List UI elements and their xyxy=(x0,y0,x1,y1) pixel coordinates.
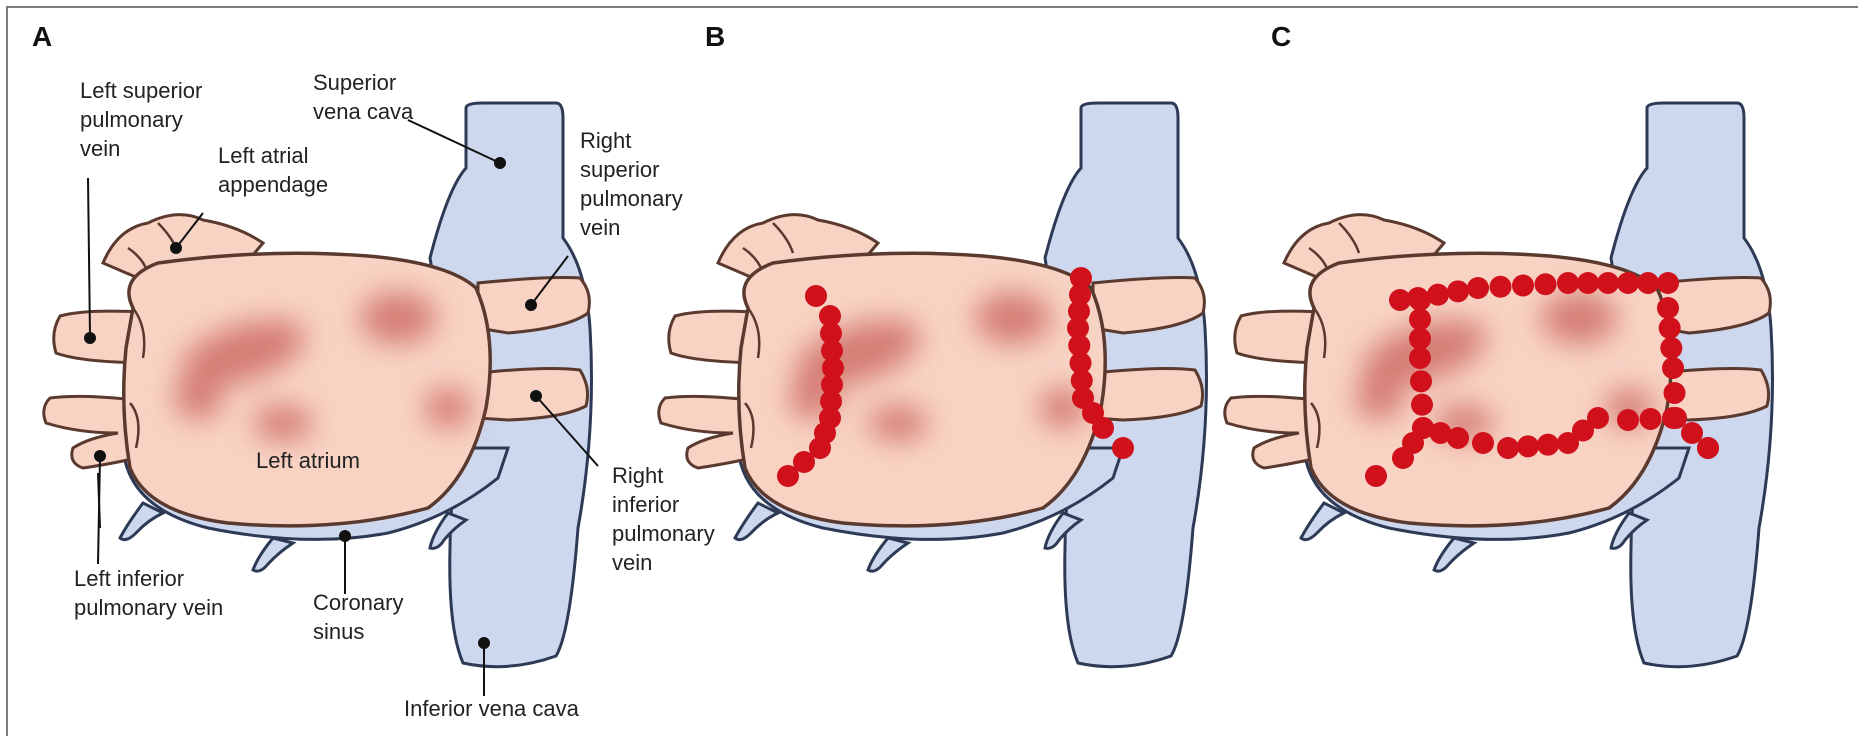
box-outer-dot-12 xyxy=(1637,272,1659,294)
box-outer-dot-11 xyxy=(1617,272,1639,294)
label-left-atrium: Left atrium xyxy=(256,448,360,473)
label-coronary-sinus: Coronary sinus xyxy=(313,590,410,644)
pvi-right-dot-9 xyxy=(1092,417,1114,439)
box-bottom-dot-10 xyxy=(1617,409,1639,431)
panel-letter-a: A xyxy=(32,21,52,52)
box-outer-dot-7 xyxy=(1535,273,1557,295)
box-outer-dot-17 xyxy=(1662,357,1684,379)
box-bottom-dot-6 xyxy=(1537,434,1559,456)
atrial-ablation-figure: A Left superior pulmonary vein Superior … xyxy=(8,8,1858,736)
box-bottom-dot-2 xyxy=(1447,427,1469,449)
panel-b: B xyxy=(659,21,1207,667)
box-left-dot-3 xyxy=(1409,347,1431,369)
box-left-dot-0 xyxy=(1409,289,1431,311)
figure-frame: A Left superior pulmonary vein Superior … xyxy=(6,6,1858,736)
box-outer-dot-6 xyxy=(1512,275,1534,297)
box-outer-dot-20 xyxy=(1681,422,1703,444)
box-left-dot-2 xyxy=(1409,328,1431,350)
heart-c xyxy=(1225,103,1773,667)
box-outer-dot-14 xyxy=(1657,297,1679,319)
label-superior-vena-cava: Superior vena cava xyxy=(313,70,414,124)
heart-b xyxy=(659,103,1207,667)
box-outer-dot-8 xyxy=(1557,272,1579,294)
box-outer-dot-5 xyxy=(1490,276,1512,298)
box-left-dot-5 xyxy=(1411,394,1433,416)
box-outer-dot-22 xyxy=(1697,437,1719,459)
label-left-atrial-appendage: Left atrial appendage xyxy=(218,143,328,197)
box-left-dot-8 xyxy=(1392,447,1414,469)
box-bottom-dot-5 xyxy=(1517,435,1539,457)
box-left-dot-1 xyxy=(1409,308,1431,330)
box-outer-dot-4 xyxy=(1467,277,1489,299)
panel-letter-b: B xyxy=(705,21,725,52)
pvi-left-dot-11 xyxy=(777,465,799,487)
panel-c: C xyxy=(1225,21,1773,667)
box-outer-dot-16 xyxy=(1660,337,1682,359)
box-bottom-dot-9 xyxy=(1587,407,1609,429)
label-rspv: Right superior pulmonary vein xyxy=(580,128,689,240)
box-outer-dot-3 xyxy=(1447,280,1469,302)
box-bottom-dot-4 xyxy=(1497,437,1519,459)
box-outer-dot-13 xyxy=(1657,272,1679,294)
box-bottom-dot-11 xyxy=(1640,408,1662,430)
box-outer-dot-18 xyxy=(1664,382,1686,404)
label-lipv: Left inferior pulmonary vein xyxy=(74,566,223,620)
label-lspv: Left superior pulmonary vein xyxy=(80,78,208,161)
label-ripv: Right inferior pulmonary vein xyxy=(612,463,721,575)
panel-letter-c: C xyxy=(1271,21,1291,52)
pvi-left-dot-0 xyxy=(805,285,827,307)
box-outer-dot-9 xyxy=(1577,272,1599,294)
pvi-right-dot-10 xyxy=(1112,437,1134,459)
box-bottom-dot-3 xyxy=(1472,432,1494,454)
panel-a: A Left superior pulmonary vein Superior … xyxy=(32,21,721,721)
box-outer-dot-10 xyxy=(1597,272,1619,294)
box-bottom-dot-12 xyxy=(1662,407,1684,429)
box-outer-dot-15 xyxy=(1659,317,1681,339)
label-inferior-vena-cava: Inferior vena cava xyxy=(404,696,580,721)
box-left-dot-4 xyxy=(1410,370,1432,392)
box-left-dot-9 xyxy=(1365,465,1387,487)
